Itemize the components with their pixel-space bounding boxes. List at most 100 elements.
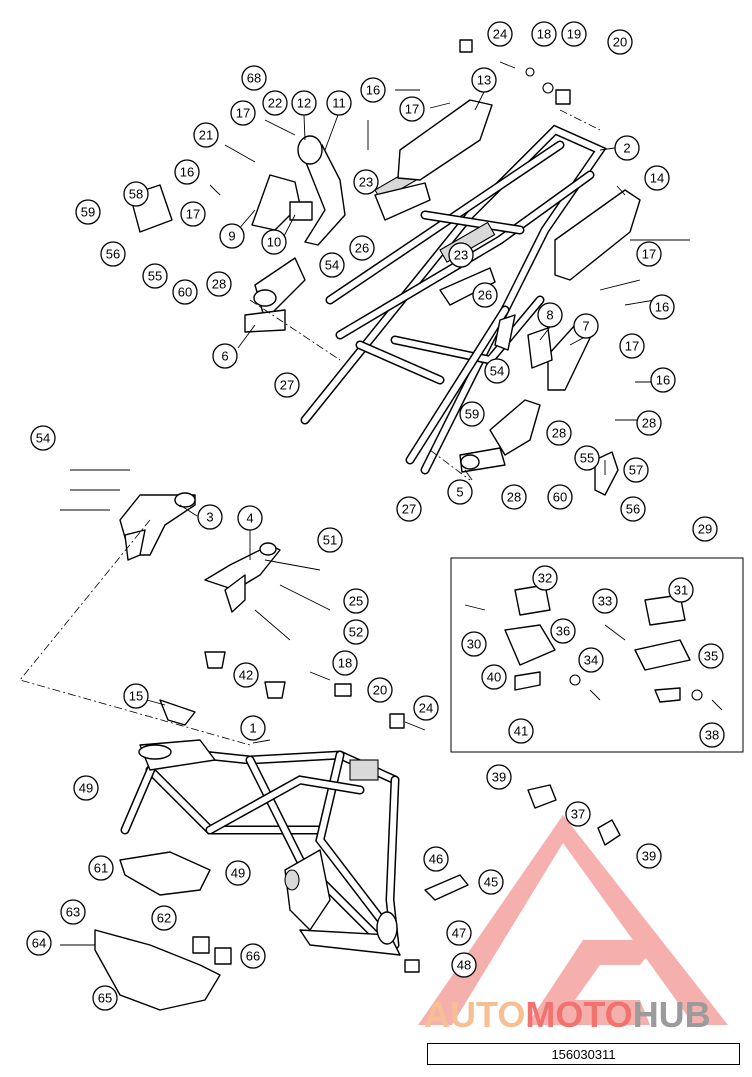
svg-text:2: 2 [623,141,630,156]
svg-text:16: 16 [655,300,669,315]
svg-text:31: 31 [674,583,688,598]
svg-text:57: 57 [629,463,643,478]
svg-text:13: 13 [477,73,491,88]
svg-text:23: 23 [359,175,373,190]
callout-4: 4 [237,505,263,531]
svg-text:39: 39 [642,849,656,864]
callout-60-b: 60 [547,484,573,510]
svg-text:18: 18 [537,27,551,42]
svg-text:56: 56 [626,502,640,517]
callout-33: 33 [592,588,618,614]
callout-36: 36 [550,618,576,644]
callout-66: 66 [240,943,266,969]
svg-text:34: 34 [584,653,598,668]
svg-text:42: 42 [239,668,253,683]
svg-text:AUTOMOTOHUB: AUTOMOTOHUB [424,994,711,1035]
svg-text:27: 27 [402,502,416,517]
callout-63: 63 [60,899,86,925]
callout-35: 35 [698,643,724,669]
svg-text:46: 46 [429,852,443,867]
main-frame [120,739,401,956]
callout-40: 40 [481,664,507,690]
svg-text:8: 8 [546,308,553,323]
svg-text:65: 65 [98,991,112,1006]
hanger-bracket-4 [204,542,281,613]
svg-text:26: 26 [355,241,369,256]
svg-text:30: 30 [467,637,481,652]
svg-text:58: 58 [129,187,143,202]
footrest-bracket-left [129,135,496,333]
svg-text:68: 68 [247,71,261,86]
callout-18-a: 18 [531,21,557,47]
callout-39-b: 39 [636,843,662,869]
svg-text:38: 38 [705,728,719,743]
callout-20-b: 20 [367,677,393,703]
callout-41: 41 [508,718,534,744]
callout-27-a: 27 [274,372,300,398]
callout-17-e: 17 [619,333,645,359]
callout-57: 57 [623,457,649,483]
svg-text:28: 28 [507,490,521,505]
footrest-bracket-right [459,399,619,496]
callout-54-c: 54 [30,425,56,451]
callout-23-a: 23 [353,169,379,195]
svg-text:4: 4 [246,511,253,526]
svg-text:3: 3 [206,510,213,525]
svg-text:21: 21 [199,128,213,143]
callout-17-a: 17 [230,100,256,126]
footpeg-kit-box [450,557,744,753]
callout-leaders [146,91,626,744]
svg-text:20: 20 [373,683,387,698]
svg-text:60: 60 [178,285,192,300]
callout-22: 22 [262,90,288,116]
callout-17-b: 17 [399,96,425,122]
callout-32: 32 [532,565,558,591]
svg-text:64: 64 [32,936,46,951]
callout-28-d: 28 [501,484,527,510]
callout-27-b: 27 [396,496,422,522]
svg-text:28: 28 [642,416,656,431]
svg-text:49: 49 [231,866,245,881]
side-panels [397,99,641,391]
svg-text:28: 28 [212,277,226,292]
callout-39-a: 39 [486,764,512,790]
fasteners [60,39,690,946]
svg-text:63: 63 [66,905,80,920]
drawing-number: 156030311 [427,1043,740,1065]
svg-text:37: 37 [571,807,585,822]
callout-28-b: 28 [636,410,662,436]
callout-16-b: 16 [174,159,200,185]
svg-text:19: 19 [567,27,581,42]
callout-30: 30 [461,631,487,657]
svg-text:35: 35 [704,649,718,664]
callout-26-a: 26 [349,235,375,261]
callout-60-a: 60 [172,279,198,305]
svg-text:24: 24 [493,27,507,42]
callout-52: 52 [343,619,369,645]
svg-text:36: 36 [556,624,570,639]
svg-text:54: 54 [490,364,504,379]
svg-text:28: 28 [552,426,566,441]
callout-49-b: 49 [225,860,251,886]
callout-62: 62 [151,905,177,931]
svg-text:52: 52 [349,625,363,640]
callout-56-b: 56 [620,496,646,522]
engine-hanger-bracket-3 [119,492,196,561]
callout-29: 29 [692,516,718,542]
callout-34: 34 [578,647,604,673]
callout-65: 65 [92,985,118,1011]
svg-text:11: 11 [332,96,346,111]
svg-text:41: 41 [514,724,528,739]
svg-text:26: 26 [478,288,492,303]
svg-text:17: 17 [405,102,419,117]
callout-49-a: 49 [73,775,99,801]
svg-text:9: 9 [228,229,235,244]
callout-58: 58 [123,181,149,207]
svg-text:6: 6 [221,349,228,364]
svg-text:56: 56 [106,247,120,262]
callout-46: 46 [423,846,449,872]
svg-text:7: 7 [582,319,589,334]
callout-17-d: 17 [636,241,662,267]
svg-text:33: 33 [598,594,612,609]
callout-16-a: 16 [360,77,386,103]
